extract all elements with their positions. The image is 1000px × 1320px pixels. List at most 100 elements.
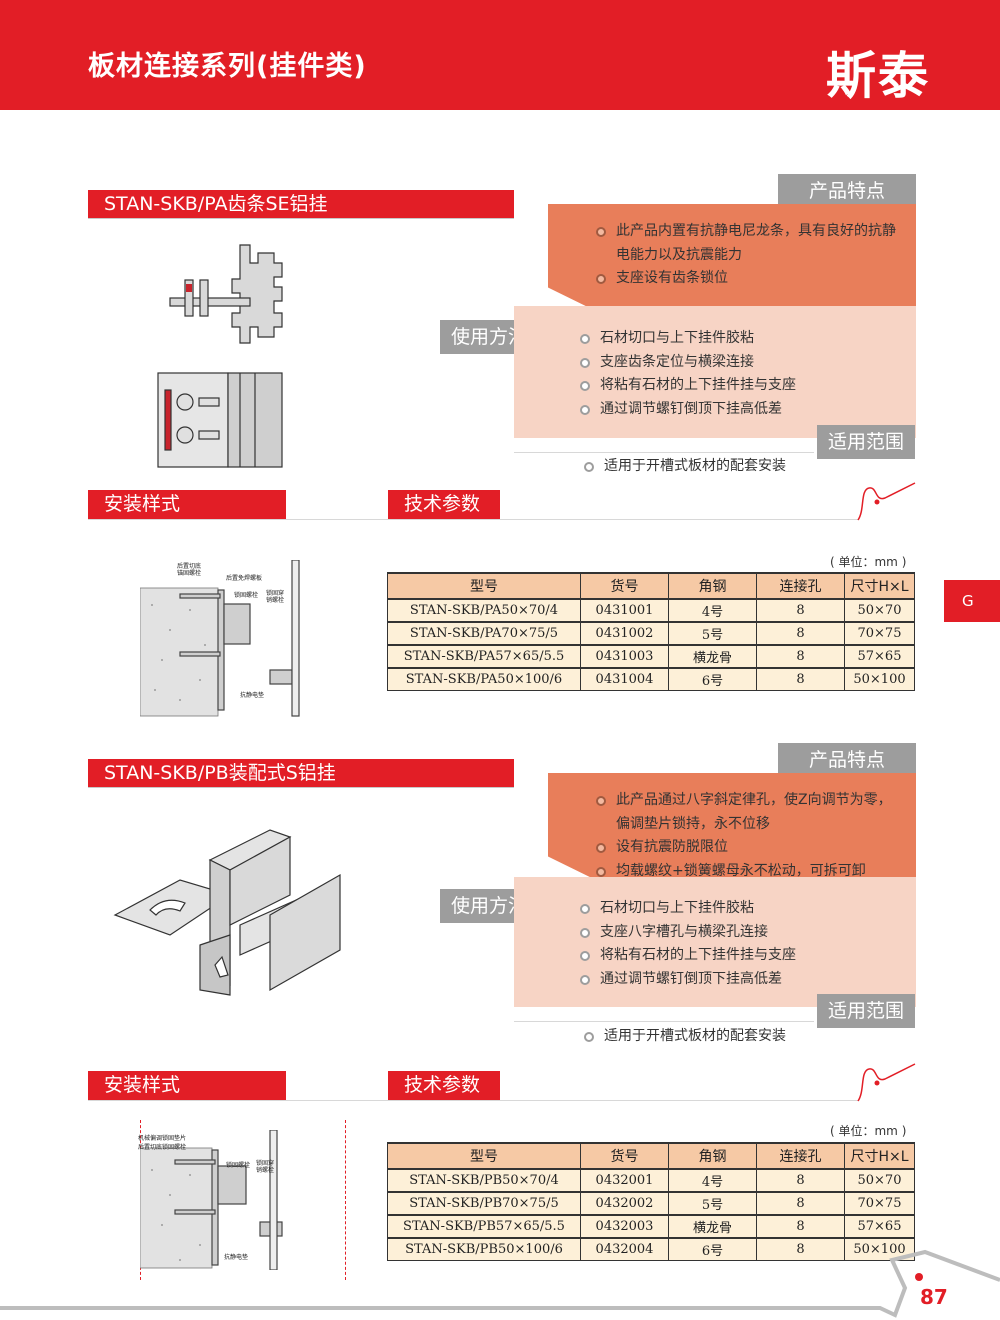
install-note: 后置切底锁固螺栓 [138, 1144, 187, 1151]
cell-code: 0431001 [580, 598, 669, 623]
unit-label: ( 单位：mm ) [830, 1124, 907, 1138]
table-header: 尺寸H×L [844, 1142, 915, 1170]
usage-item: 通过调节螺钉倒顶下挂高低差 [580, 398, 900, 422]
table-row: STAN-SKB/PA70×75/5 0431002 5号 8 70×75 [387, 621, 915, 646]
usage-item: 石材切口与上下挂件胶粘 [580, 897, 900, 921]
tech-title-1: 技术参数 [388, 490, 500, 519]
cell-holes: 8 [756, 1168, 845, 1193]
cell-holes: 8 [756, 1214, 845, 1239]
table-row: STAN-SKB/PA50×100/6 0431004 6号 8 50×100 [387, 667, 915, 691]
cell-model: STAN-SKB/PA57×65/5.5 [387, 644, 581, 669]
usage-item: 通过调节螺钉倒顶下挂高低差 [580, 968, 900, 992]
footer-decoration [0, 1249, 1000, 1318]
cell-holes: 8 [756, 1237, 845, 1261]
table-header: 连接孔 [756, 1142, 845, 1170]
divider [514, 1021, 814, 1022]
cell-code: 0431004 [580, 667, 669, 691]
cell-angle: 6号 [668, 667, 757, 691]
page-number: 87 [920, 1285, 948, 1309]
usage-item: 将粘有石材的上下挂件挂与支座 [580, 944, 900, 968]
section-2-title: STAN-SKB/PB装配式S铝挂 [88, 759, 514, 788]
install-note: 后置免焊螺板 [226, 575, 263, 582]
cell-angle: 4号 [668, 1168, 757, 1193]
scope-item: 适用于开槽式板材的配套安装 [584, 1025, 914, 1049]
divider [88, 519, 858, 520]
cell-holes: 8 [756, 598, 845, 623]
feature-item: 此产品内置有抗静电尼龙条，具有良好的抗静电能力以及抗震能力 [596, 220, 896, 267]
cell-model: STAN-SKB/PB57×65/5.5 [387, 1214, 581, 1239]
cell-holes: 8 [756, 1191, 845, 1216]
cell-model: STAN-SKB/PA50×70/4 [387, 598, 581, 623]
header-bar [0, 0, 1000, 110]
table-header: 型号 [387, 1142, 581, 1170]
table-header: 货号 [580, 1142, 669, 1170]
usage-item: 石材切口与上下挂件胶粘 [580, 327, 900, 351]
cell-code: 0432004 [580, 1237, 669, 1261]
install-note: 抗静电垫 [240, 692, 265, 699]
install-title-1: 安装样式 [88, 490, 286, 519]
page-title: 板材连接系列(挂件类) [88, 51, 367, 82]
feature-item: 设有抗震防脱限位 [596, 836, 896, 860]
cell-angle: 4号 [668, 598, 757, 623]
features-box-2: 此产品通过八字斜定律孔，使Z向调节为零，偏调垫片锁持，永不位移 设有抗震防脱限位… [548, 773, 916, 889]
cell-holes: 8 [756, 644, 845, 669]
install-drawing-2 [140, 1130, 283, 1270]
chapter-tab[interactable]: G [944, 580, 1000, 622]
features-tag-2: 产品特点 [778, 743, 916, 777]
features-box-1: 此产品内置有抗静电尼龙条，具有良好的抗静电能力以及抗震能力 支座设有齿条锁位 [548, 204, 916, 320]
install-note: 后置切底锚固螺栓 [177, 563, 202, 577]
feature-item: 均载螺纹+锁簧螺母永不松动，可拆可卸 [596, 860, 896, 884]
product-iso-drawing-2 [113, 829, 341, 996]
usage-box-2: 石材切口与上下挂件胶粘 支座八字槽孔与横梁孔连接 将粘有石材的上下挂件挂与支座 … [514, 877, 916, 1007]
cell-code: 0432003 [580, 1214, 669, 1239]
install-note: 锁固螺栓 [226, 1162, 251, 1169]
cell-size: 57×65 [844, 644, 915, 669]
scope-tag-2: 适用范围 [817, 994, 915, 1028]
cell-angle: 横龙骨 [668, 1214, 757, 1239]
table-row: STAN-SKB/PB57×65/5.5 0432003 横龙骨 8 57×65 [387, 1214, 915, 1239]
table-header: 角钢 [668, 572, 757, 600]
spec-table-2: 型号 货号 角钢 连接孔 尺寸H×L STAN-SKB/PB50×70/4 04… [387, 1142, 915, 1261]
unit-label: ( 单位：mm ) [830, 555, 907, 569]
cell-size: 70×75 [844, 621, 915, 646]
table-header: 型号 [387, 572, 581, 600]
table-header: 货号 [580, 572, 669, 600]
cell-model: STAN-SKB/PA50×100/6 [387, 667, 581, 691]
cell-size: 57×65 [844, 1214, 915, 1239]
feature-item: 此产品通过八字斜定律孔，使Z向调节为零，偏调垫片锁持，永不位移 [596, 789, 896, 836]
cell-code: 0431003 [580, 644, 669, 669]
table-header: 角钢 [668, 1142, 757, 1170]
usage-box-1: 石材切口与上下挂件胶粘 支座齿条定位与横梁连接 将粘有石材的上下挂件挂与支座 通… [514, 306, 916, 438]
cell-code: 0432001 [580, 1168, 669, 1193]
guide-line [345, 1120, 346, 1280]
scope-item: 适用于开槽式板材的配套安装 [584, 455, 914, 479]
table-row: STAN-SKB/PB50×70/4 0432001 4号 8 50×70 [387, 1168, 915, 1193]
cell-model: STAN-SKB/PB50×100/6 [387, 1237, 581, 1261]
cell-model: STAN-SKB/PA70×75/5 [387, 621, 581, 646]
cell-code: 0432002 [580, 1191, 669, 1216]
install-note: 抗静电垫 [224, 1254, 249, 1261]
cell-angle: 6号 [668, 1237, 757, 1261]
product-side-drawing-1 [169, 244, 283, 344]
install-drawing-1 [140, 560, 300, 717]
tech-title-2: 技术参数 [388, 1071, 500, 1100]
decor-curve-icon [857, 1063, 916, 1102]
cell-angle: 5号 [668, 1191, 757, 1216]
product-front-drawing-1 [157, 372, 283, 468]
install-note: 锁固穿销螺栓 [266, 590, 285, 604]
cell-size: 50×100 [844, 667, 915, 691]
features-tag-1: 产品特点 [778, 174, 916, 208]
section-1-title: STAN-SKB/PA齿条SE铝挂 [88, 190, 514, 219]
cell-size: 70×75 [844, 1191, 915, 1216]
table-header: 连接孔 [756, 572, 845, 600]
table-row: STAN-SKB/PB70×75/5 0432002 5号 8 70×75 [387, 1191, 915, 1216]
install-note: 机械偏调锁固垫片 [138, 1135, 187, 1142]
install-note: 锁固螺栓 [234, 592, 259, 599]
usage-item: 支座八字槽孔与横梁孔连接 [580, 921, 900, 945]
decor-curve-icon [857, 482, 916, 521]
cell-angle: 横龙骨 [668, 644, 757, 669]
usage-item: 将粘有石材的上下挂件挂与支座 [580, 374, 900, 398]
divider [88, 1100, 858, 1101]
cell-model: STAN-SKB/PB50×70/4 [387, 1168, 581, 1193]
usage-item: 支座齿条定位与横梁连接 [580, 351, 900, 375]
